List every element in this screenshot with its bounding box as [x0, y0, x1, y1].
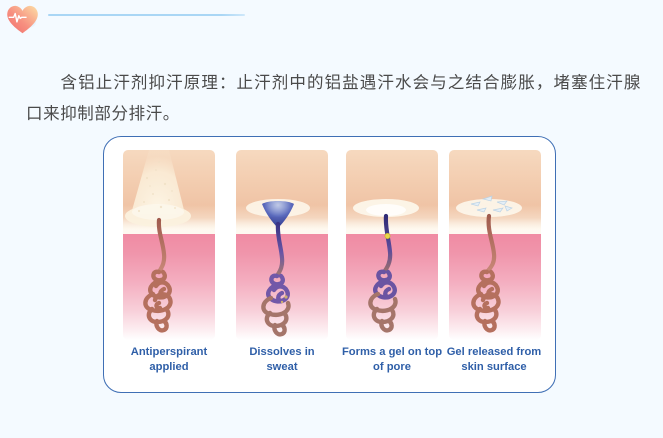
body-paragraph: 含铝止汗剂抑汗原理：止汗剂中的铝盐遇汗水会与之结合膨胀，堵塞住汗腺口来抑制部分排…: [26, 67, 641, 129]
panel-3-graphic: [353, 199, 419, 333]
caption-line-1: Antiperspirant: [130, 346, 208, 358]
panel-forms-a-gel-on-top-of-pore: [346, 150, 438, 340]
header-divider-rule: [48, 14, 245, 16]
caption-forms-a-gel-on-top-of-pore: Forms a gel on top of pore: [332, 345, 452, 375]
caption-line-2: of pore: [373, 361, 411, 373]
sweat-duct-blocked: [381, 213, 393, 275]
caption-dissolves-in-sweat: Dissolves in sweat: [222, 345, 342, 375]
illustration-card: Antiperspirant applied Dissolves in swea…: [103, 136, 556, 393]
sweat-gland-coil-lower: [368, 291, 398, 333]
sweat-duct-open: [484, 213, 497, 275]
gel-specks: [280, 295, 288, 304]
sweat-gland-coil: [143, 269, 173, 333]
panel-dissolves-in-sweat: [236, 150, 328, 340]
released-gel-flakes: [470, 195, 513, 213]
dissolving-salt-plug: [262, 201, 294, 228]
caption-line-2: skin surface: [461, 361, 527, 373]
header-band: [0, 0, 663, 44]
sweat-gland-coil-upper: [373, 269, 397, 300]
gel-plug-marker: [384, 233, 391, 239]
sweat-gland-coil-lower: [261, 295, 291, 337]
caption-gel-released-from-skin-surface: Gel released from skin surface: [434, 345, 554, 375]
paragraph-text: 含铝止汗剂抑汗原理：止汗剂中的铝盐遇汗水会与之结合膨胀，堵塞住汗腺口来抑制部分排…: [26, 72, 641, 123]
panel-gel-released-from-skin-surface: [449, 150, 541, 340]
panel-2-graphic: [246, 199, 310, 337]
caption-line-2: sweat: [266, 361, 298, 373]
caption-line-1: Gel released from: [446, 346, 542, 358]
panel-antiperspirant-applied: [123, 150, 215, 340]
caption-line-2: applied: [149, 361, 189, 373]
heart-pulse-icon: [4, 0, 42, 38]
caption-line-1: Dissolves in: [249, 346, 315, 358]
panel-1-graphic: [125, 150, 191, 333]
powder-spray-cone: [131, 150, 185, 214]
panel-4-graphic: [456, 195, 522, 333]
panel-row: Antiperspirant applied Dissolves in swea…: [104, 137, 555, 392]
sweat-gland-coil: [471, 269, 501, 333]
sweat-duct: [156, 217, 167, 275]
sweat-gland-coil-upper: [266, 273, 290, 304]
caption-line-1: Forms a gel on top: [341, 346, 443, 358]
sweat-duct: [274, 221, 285, 279]
caption-antiperspirant-applied: Antiperspirant applied: [109, 345, 229, 375]
powder-speckles: [137, 161, 176, 213]
